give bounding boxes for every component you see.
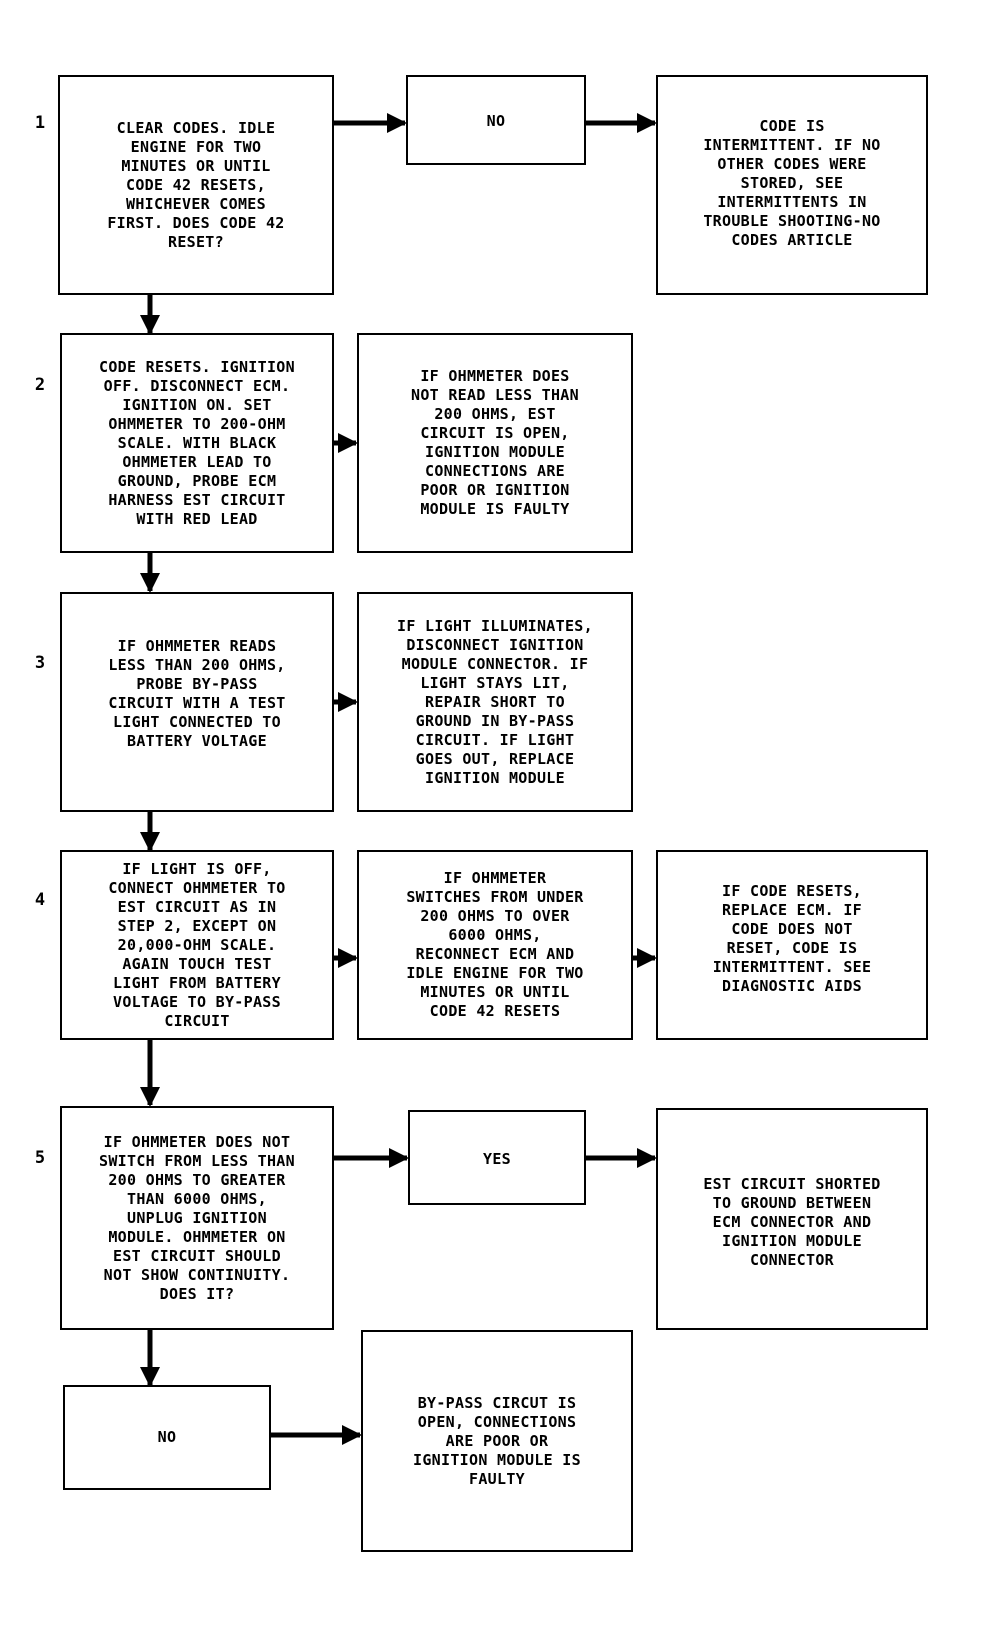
step4-result2-text: IF CODE RESETS, REPLACE ECM. IF CODE DOE… — [712, 882, 872, 995]
step2-result-text: IF OHMMETER DOES NOT READ LESS THAN 200 … — [411, 367, 579, 518]
step-number-4: 4 — [34, 890, 46, 910]
step4-question-box: IF LIGHT IS OFF, CONNECT OHMMETER TO EST… — [60, 850, 334, 1040]
final-answer-text: NO — [157, 1428, 177, 1446]
step2-result-box: IF OHMMETER DOES NOT READ LESS THAN 200 … — [357, 333, 633, 553]
step-number-1: 1 — [34, 113, 46, 133]
step2-question-text: CODE RESETS. IGNITION OFF. DISCONNECT EC… — [99, 357, 295, 528]
step1-result-text: CODE IS INTERMITTENT. IF NO OTHER CODES … — [703, 117, 881, 249]
step1-question-text: CLEAR CODES. IDLE ENGINE FOR TWO MINUTES… — [107, 118, 285, 251]
final-result-text: BY-PASS CIRCUT IS OPEN, CONNECTIONS ARE … — [413, 1393, 581, 1488]
step-number-2: 2 — [34, 375, 46, 395]
final-answer-box: NO — [63, 1385, 271, 1490]
step-number-3: 3 — [34, 653, 46, 673]
step3-question-box: IF OHMMETER READS LESS THAN 200 OHMS, PR… — [60, 592, 334, 812]
step3-result-text: IF LIGHT ILLUMINATES, DISCONNECT IGNITIO… — [397, 616, 593, 787]
step5-answer-box: YES — [408, 1110, 586, 1205]
step5-question-text: IF OHMMETER DOES NOT SWITCH FROM LESS TH… — [99, 1132, 295, 1303]
step5-result-text: EST CIRCUIT SHORTED TO GROUND BETWEEN EC… — [703, 1175, 881, 1269]
step1-answer-box: NO — [406, 75, 586, 165]
step5-question-box: IF OHMMETER DOES NOT SWITCH FROM LESS TH… — [60, 1106, 334, 1330]
step4-question-text: IF LIGHT IS OFF, CONNECT OHMMETER TO EST… — [108, 859, 286, 1030]
step2-question-box: CODE RESETS. IGNITION OFF. DISCONNECT EC… — [60, 333, 334, 553]
step4-result2-box: IF CODE RESETS, REPLACE ECM. IF CODE DOE… — [656, 850, 928, 1040]
step1-answer-text: NO — [486, 112, 506, 130]
step4-result-text: IF OHMMETER SWITCHES FROM UNDER 200 OHMS… — [406, 869, 584, 1020]
step4-result-box: IF OHMMETER SWITCHES FROM UNDER 200 OHMS… — [357, 850, 633, 1040]
step1-question-box: CLEAR CODES. IDLE ENGINE FOR TWO MINUTES… — [58, 75, 334, 295]
step3-question-text: IF OHMMETER READS LESS THAN 200 OHMS, PR… — [108, 637, 286, 750]
step5-result-box: EST CIRCUIT SHORTED TO GROUND BETWEEN EC… — [656, 1108, 928, 1330]
step3-result-box: IF LIGHT ILLUMINATES, DISCONNECT IGNITIO… — [357, 592, 633, 812]
step5-answer-text: YES — [483, 1150, 511, 1168]
final-result-box: BY-PASS CIRCUT IS OPEN, CONNECTIONS ARE … — [361, 1330, 633, 1552]
step-number-5: 5 — [34, 1148, 46, 1168]
step1-result-box: CODE IS INTERMITTENT. IF NO OTHER CODES … — [656, 75, 928, 295]
